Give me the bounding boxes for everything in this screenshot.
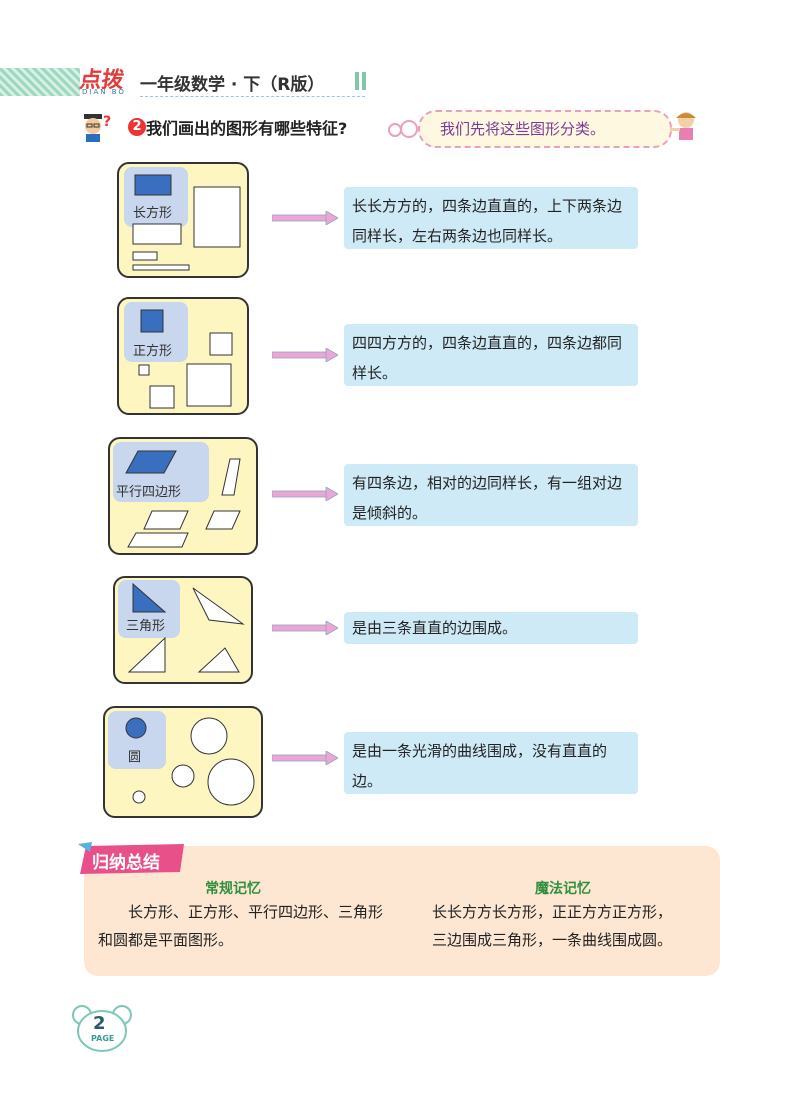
thought-dot xyxy=(400,120,418,138)
shape-label: 正方形 xyxy=(133,344,173,359)
page-badge xyxy=(72,1005,132,1052)
shape-label: 圆 xyxy=(128,750,142,765)
summary-box xyxy=(84,846,720,976)
question-text: 我们画出的图形有哪些特征? xyxy=(146,119,348,138)
left-text: 长方形、正方形、平行四边形、三角形和圆都是平面图形。 xyxy=(98,903,384,949)
summary-tag-text: 归纳总结 xyxy=(92,853,160,873)
arrow-right-icon xyxy=(272,211,338,225)
triangle-shapes xyxy=(127,582,245,673)
arrow-right-icon xyxy=(272,751,338,765)
left-heading: 常规记忆 xyxy=(205,881,261,897)
right-heading: 魔法记忆 xyxy=(535,881,591,897)
shape-description: 有四条边，相对的边同样长，有一组对边是倾斜的。 xyxy=(344,464,638,526)
page-number: 2 xyxy=(93,1013,106,1034)
parallelogram-shapes xyxy=(125,450,241,548)
question-number: 2 xyxy=(128,118,146,136)
shape-description: 是由三条直直的边围成。 xyxy=(344,612,638,644)
rectangle-shapes xyxy=(132,174,241,271)
brand-logo-sub: DIAN BO xyxy=(82,88,126,96)
header-bar xyxy=(362,72,366,90)
header-stripe xyxy=(0,68,80,96)
right-line-1: 长长方方长方形，正正方方正方形， xyxy=(432,903,673,921)
svg-text:?: ? xyxy=(103,114,111,130)
header-title: 一年级数学 · 下（R版） xyxy=(140,75,325,95)
shape-label: 长方形 xyxy=(133,206,173,221)
shape-label: 三角形 xyxy=(126,619,166,634)
arrow-right-icon xyxy=(272,621,338,635)
arrow-right-icon xyxy=(272,348,338,362)
shape-description: 长长方方的，四条边直直的，上下两条边同样长，左右两条边也同样长。 xyxy=(344,187,638,249)
right-line-2: 三边围成三角形，一条曲线围成圆。 xyxy=(432,931,673,949)
circle-shapes xyxy=(125,717,255,806)
square-shapes xyxy=(138,309,233,409)
summary-tag xyxy=(78,842,184,874)
header-bar xyxy=(355,72,359,90)
shape-description: 四四方方的，四条边直直的，四条边都同样长。 xyxy=(344,324,638,386)
speech-bubble xyxy=(418,110,672,148)
page-word: PAGE xyxy=(91,1034,115,1043)
girl-mascot-icon xyxy=(670,112,696,140)
arrow-right-icon xyxy=(272,487,338,501)
header-divider xyxy=(140,96,365,97)
speech-bubble-text: 我们先将这些图形分类。 xyxy=(440,120,606,138)
shape-label: 平行四边形 xyxy=(116,485,182,500)
shape-description: 是由一条光滑的曲线围成，没有直直的边。 xyxy=(344,732,638,794)
professor-mascot-icon: ? xyxy=(84,114,111,142)
